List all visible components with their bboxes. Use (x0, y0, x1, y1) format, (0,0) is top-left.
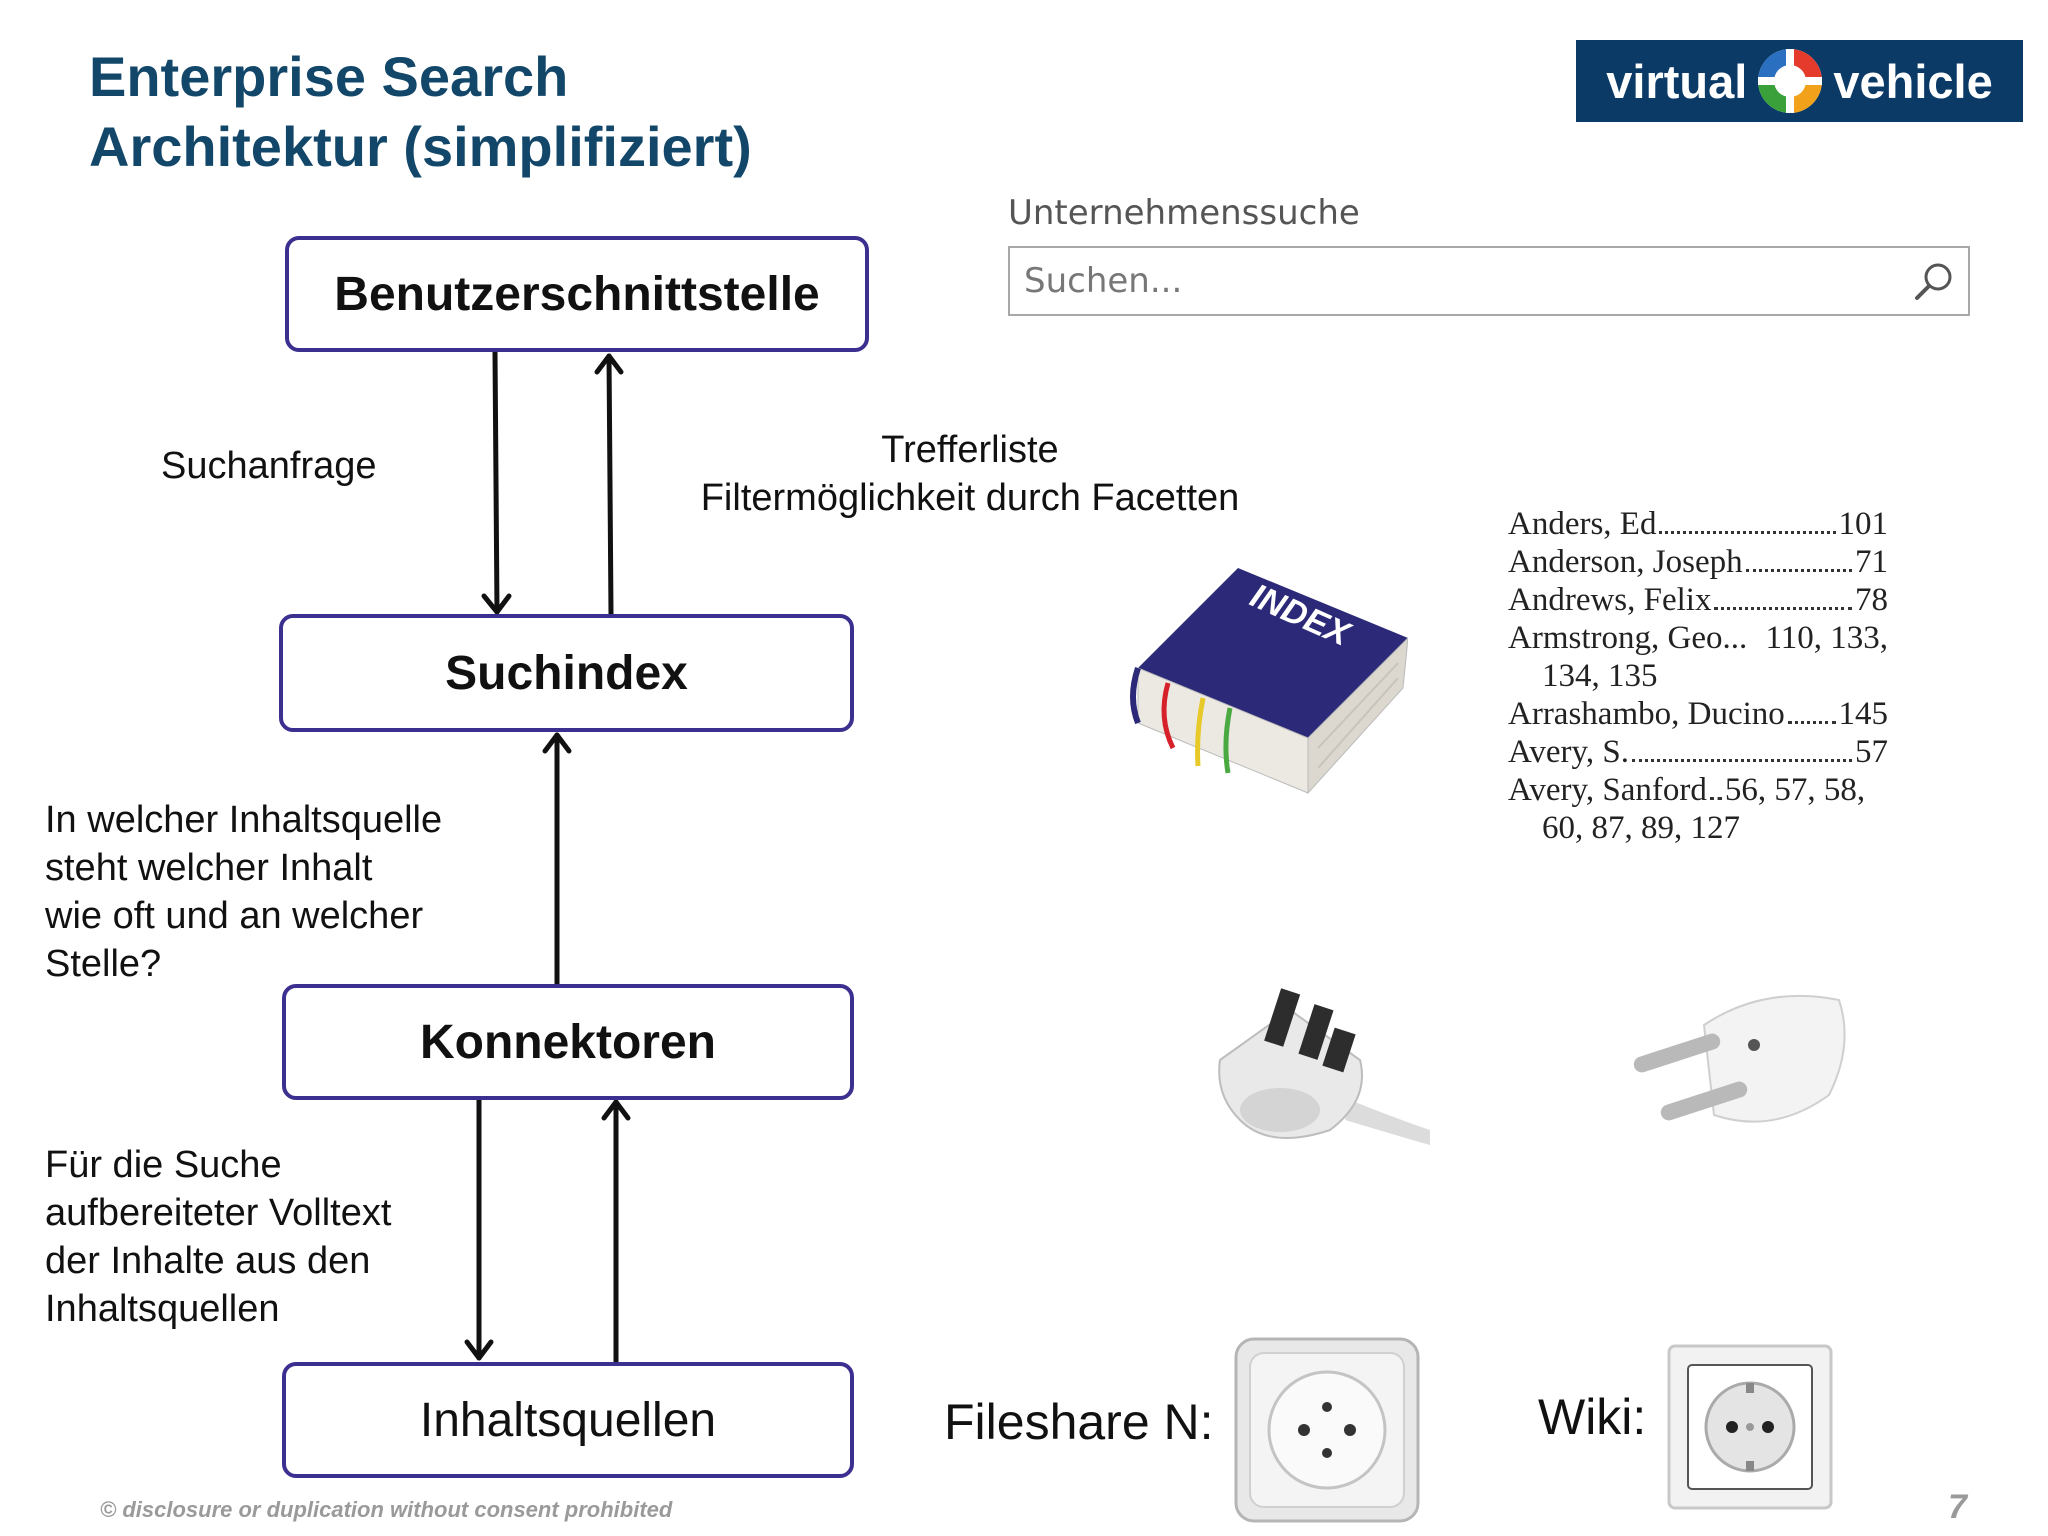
arrow-query-down (492, 349, 500, 615)
box-inhaltsquellen-label: Inhaltsquellen (419, 1393, 717, 1447)
box-suchindex: Suchindex (279, 614, 854, 732)
index-entry-continuation: 60, 87, 89, 127 (1542, 810, 1740, 846)
logo-wheel-icon (1758, 49, 1823, 113)
index-entry-name: Avery, S. (1508, 734, 1629, 770)
label-index-question: In welcher Inhaltsquelle steht welcher I… (45, 796, 442, 988)
index-entry: Avery, Sanford 56, 57, 58, (1508, 771, 1888, 809)
logo-word-left: virtual (1606, 54, 1748, 108)
index-entry: Andrews, Felix 78 (1508, 581, 1888, 619)
index-entry-pages: 110, 133, (1765, 620, 1888, 656)
index-entry: Armstrong, Geo... 110, 133, (1508, 619, 1888, 657)
index-entry-name: Andrews, Felix (1508, 582, 1712, 618)
wiki-label: Wiki: (1538, 1389, 1647, 1445)
logo-word-right: vehicle (1833, 54, 1993, 108)
index-entry-pages: 56, 57, 58, (1724, 772, 1866, 808)
slide-title-line1: Enterprise Search (89, 45, 569, 108)
index-entry-name: Anderson, Joseph (1508, 544, 1743, 580)
box-benutzerschnittstelle: Benutzerschnittstelle (285, 236, 869, 352)
footer-disclaimer: © disclosure or duplication without cons… (100, 1497, 673, 1522)
index-entry-name: Armstrong, Geo... (1508, 620, 1748, 656)
index-entry-name: Avery, Sanford (1508, 772, 1707, 808)
fileshare-label: Fileshare N: (944, 1394, 1214, 1450)
index-entry-continuation: 134, 135 (1542, 658, 1658, 694)
search-input[interactable]: Suchen... (1008, 246, 1970, 316)
label-fulltext-line4: Inhaltsquellen (45, 1288, 280, 1330)
label-trefferliste: Trefferliste Filtermöglichkeit durch Fac… (690, 426, 1250, 522)
search-placeholder: Suchen... (1024, 261, 1183, 301)
box-suchindex-label: Suchindex (445, 646, 688, 700)
index-list: Anders, Ed 101 Anderson, Joseph 71 Andrews… (1508, 505, 1888, 847)
label-index-question-line3: wie oft und an welcher (45, 895, 424, 937)
label-fulltext: Für die Suche aufbereiteter Volltext der… (45, 1141, 391, 1333)
index-entry: Arrashambo, Ducino 145 (1508, 695, 1888, 733)
label-fulltext-line2: aufbereiteter Volltext (45, 1192, 392, 1234)
wiki-socket-icon (1667, 1344, 1833, 1510)
label-trefferliste-line2: Filtermöglichkeit durch Facetten (700, 477, 1240, 519)
label-trefferliste-line1: Trefferliste (881, 429, 1059, 471)
index-entry-pages: 101 (1838, 506, 1889, 542)
index-book-icon: INDEX (1130, 568, 1408, 795)
box-inhaltsquellen: Inhaltsquellen (282, 1362, 854, 1478)
arrow-results-up (606, 353, 614, 617)
index-entry-pages: 57 (1855, 734, 1888, 770)
search-icon[interactable] (1912, 260, 1956, 304)
slide-title: Enterprise Search Architektur (simplifiz… (89, 42, 752, 182)
index-entry-name: Arrashambo, Ducino (1508, 696, 1785, 732)
label-fulltext-line3: der Inhalte aus den (45, 1240, 371, 1282)
virtual-vehicle-logo: virtual vehicle (1576, 40, 2023, 122)
label-fulltext-line1: Für die Suche (45, 1144, 282, 1186)
box-benutzerschnittstelle-label: Benutzerschnittstelle (334, 267, 820, 321)
index-entry: Anderson, Joseph 71 (1508, 543, 1888, 581)
slide-title-line2: Architektur (simplifiziert) (89, 115, 752, 178)
index-entry: Anders, Ed 101 (1508, 505, 1888, 543)
fileshare-socket-icon (1234, 1337, 1420, 1523)
label-suchanfrage: Suchanfrage (161, 445, 377, 487)
index-entry-pages: 145 (1838, 696, 1889, 732)
box-konnektoren-label: Konnektoren (419, 1015, 716, 1069)
uk-plug-icon (1218, 988, 1430, 1145)
euro-plug-icon (1633, 994, 1846, 1123)
index-entry: Avery, S. 57 (1508, 733, 1888, 771)
index-entry-pages: 71 (1855, 544, 1888, 580)
search-heading: Unternehmenssuche (1008, 193, 1360, 233)
label-index-question-line4: Stelle? (45, 943, 162, 985)
label-index-question-line1: In welcher Inhaltsquelle (45, 799, 443, 841)
box-konnektoren: Konnektoren (282, 984, 854, 1100)
index-entry-name: Anders, Ed (1508, 506, 1657, 542)
page-number: 7 (1948, 1488, 1967, 1526)
index-entry-pages: 78 (1855, 582, 1888, 618)
label-index-question-line2: steht welcher Inhalt (45, 847, 373, 889)
